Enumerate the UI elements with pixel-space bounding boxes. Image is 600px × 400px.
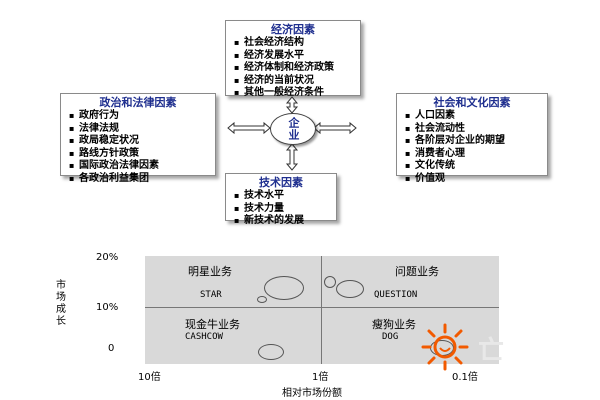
economic-factors-title: 经济因素	[271, 23, 315, 36]
watermark-glyph-icon: 亡	[478, 336, 505, 366]
technology-factors-list: 技术水平 技术力量 新技术的发展	[226, 190, 336, 228]
dog-quadrant-en: DOG	[382, 332, 399, 342]
y-tick-10: 10%	[96, 302, 119, 313]
social-cultural-factors-list: 人口因素 社会流动性 各阶层对企业的期望 消费者心理 文化传统 价值观	[397, 110, 547, 185]
political-legal-factors-title: 政治和法律因素	[99, 96, 177, 109]
dog-quadrant-cn: 瘦狗业务	[372, 318, 416, 331]
question-quadrant-en: QUESTION	[374, 290, 418, 300]
list-item: 社会流动性	[405, 123, 547, 136]
x-tick-10x: 10倍	[138, 372, 161, 383]
bubble-star-small	[257, 296, 267, 303]
social-cultural-factors-box: 社会和文化因素 人口因素 社会流动性 各阶层对企业的期望 消费者心理 文化传统 …	[396, 93, 548, 184]
social-cultural-factors-title: 社会和文化因素	[433, 96, 511, 109]
y-tick-0: 0	[108, 343, 115, 354]
y-axis-label: 市场成长	[56, 280, 66, 327]
list-item: 路线方针政策	[69, 148, 215, 161]
y-tick-20: 20%	[96, 252, 119, 263]
arrow-left-icon	[227, 121, 271, 135]
list-item: 价值观	[405, 173, 547, 186]
list-item: 政局稳定状况	[69, 135, 215, 148]
economic-factors-box: 经济因素 社会经济结构 经济发展水平 经济体制和经济政策 经济的当前状况 其他一…	[225, 20, 361, 98]
sun-watermark-icon	[421, 323, 469, 371]
question-quadrant-cn: 问题业务	[395, 265, 439, 278]
technology-factors-box: 技术因素 技术水平 技术力量 新技术的发展	[225, 173, 337, 226]
list-item: 消费者心理	[405, 148, 547, 161]
arrow-right-icon	[313, 121, 357, 135]
technology-factors-title: 技术因素	[259, 176, 303, 189]
cashcow-quadrant-cn: 现金牛业务	[185, 318, 240, 331]
list-item: 经济发展水平	[234, 50, 360, 63]
star-quadrant-en: STAR	[200, 290, 222, 300]
x-tick-1x: 1倍	[312, 372, 329, 383]
star-quadrant-cn: 明星业务	[188, 265, 232, 278]
bubble-question-large	[336, 280, 364, 298]
list-item: 经济的当前状况	[234, 75, 360, 88]
enterprise-label: 企业	[287, 117, 300, 141]
x-tick-0-1x: 0.1倍	[452, 372, 478, 383]
list-item: 文化传统	[405, 160, 547, 173]
list-item: 各政治利益集团	[69, 173, 215, 186]
list-item: 社会经济结构	[234, 37, 360, 50]
list-item: 人口因素	[405, 110, 547, 123]
list-item: 各阶层对企业的期望	[405, 135, 547, 148]
bubble-cashcow	[258, 344, 284, 360]
bubble-star-large	[264, 276, 304, 300]
political-legal-factors-list: 政府行为 法律法规 政局稳定状况 路线方针政策 国际政治法律因素 各政治利益集团	[61, 110, 215, 185]
list-item: 其他一般经济条件	[234, 87, 360, 100]
arrow-up-icon	[285, 96, 299, 114]
list-item: 技术水平	[234, 190, 336, 203]
x-axis-label: 相对市场份额	[282, 388, 342, 399]
list-item: 新技术的发展	[234, 215, 336, 228]
bubble-question-small	[324, 276, 336, 288]
matrix-divider-vertical	[321, 256, 322, 364]
list-item: 技术力量	[234, 203, 336, 216]
cashcow-quadrant-en: CASHCOW	[185, 332, 223, 342]
list-item: 经济体制和经济政策	[234, 62, 360, 75]
list-item: 法律法规	[69, 123, 215, 136]
economic-factors-list: 社会经济结构 经济发展水平 经济体制和经济政策 经济的当前状况 其他一般经济条件	[226, 37, 360, 100]
list-item: 政府行为	[69, 110, 215, 123]
list-item: 国际政治法律因素	[69, 160, 215, 173]
enterprise-center: 企业	[270, 113, 316, 145]
political-legal-factors-box: 政治和法律因素 政府行为 法律法规 政局稳定状况 路线方针政策 国际政治法律因素…	[60, 93, 216, 184]
arrow-down-icon	[285, 143, 299, 171]
matrix-divider-horizontal	[145, 307, 499, 308]
